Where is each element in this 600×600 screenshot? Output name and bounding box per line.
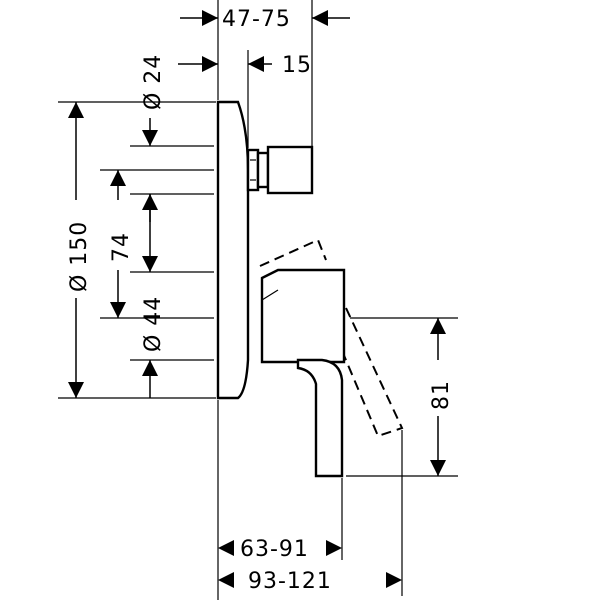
dim-bonnet-diameter: Ø 24 [130, 54, 214, 222]
dim-lever-reach: 93-121 [218, 430, 403, 596]
dim-label-bonnet-projection: 15 [282, 53, 312, 78]
dim-label-handle-height: 81 [429, 380, 454, 410]
dim-label-bonnet-diameter: Ø 24 [141, 54, 166, 110]
dim-bonnet-projection: 15 [178, 50, 312, 148]
dim-bonnet-spacing: 74 [100, 169, 214, 319]
dim-label-lever-reach: 93-121 [248, 569, 332, 594]
diverter-bonnet [246, 145, 314, 195]
handle-base [260, 268, 346, 364]
lever-alt-position [259, 238, 404, 438]
dim-label-wall-depth: 47-75 [222, 7, 291, 32]
dim-label-handle-projection: 63-91 [240, 537, 309, 562]
fixture [216, 100, 404, 478]
lever-handle [296, 358, 344, 478]
dim-label-bonnet-spacing: 74 [109, 232, 134, 262]
dim-handle-base-diameter: Ø 44 [130, 194, 214, 398]
dim-plate-diameter: Ø 150 [58, 101, 216, 399]
dim-handle-projection: 63-91 [217, 400, 343, 600]
wall-plate [216, 100, 250, 400]
dim-label-handle-base-diameter: Ø 44 [141, 296, 166, 352]
dim-wall-depth: 47-75 [180, 0, 350, 146]
dim-label-plate-diameter: Ø 150 [67, 221, 92, 292]
